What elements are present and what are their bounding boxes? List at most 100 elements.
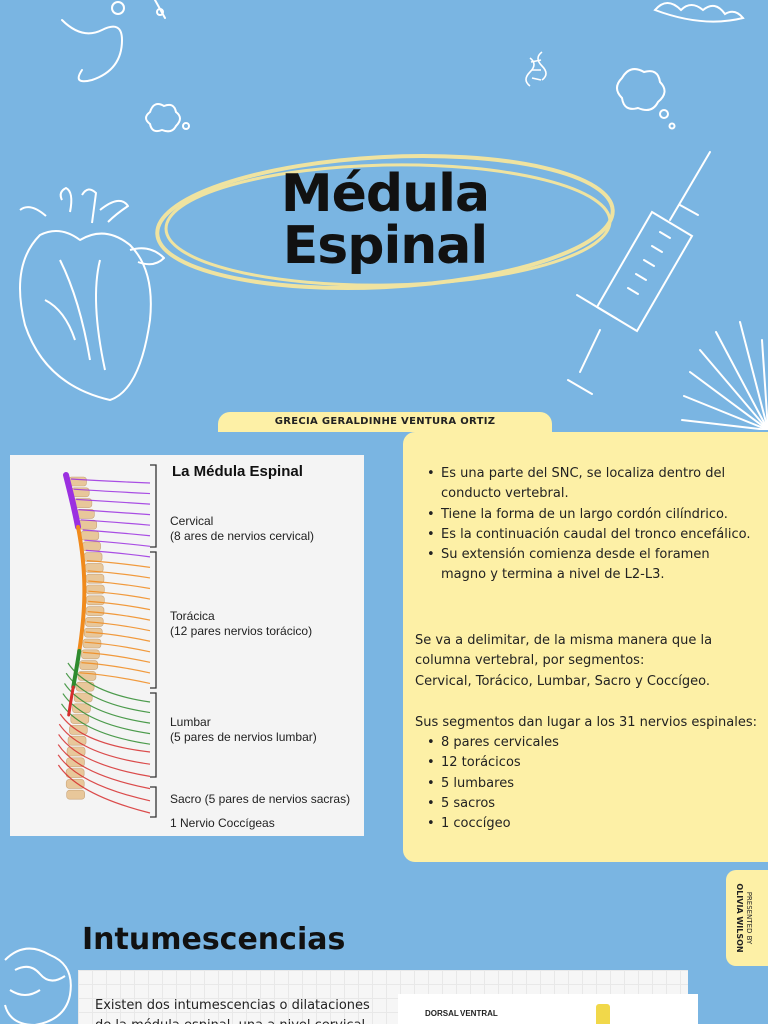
info-panel: Es una parte del SNC, se localiza dentro… — [403, 432, 768, 862]
spinal-nerve — [76, 498, 151, 505]
spinal-nerve — [58, 734, 151, 777]
cervical-label: Cervical (8 ares de nervios cervical) — [170, 514, 314, 544]
spinal-nerve — [85, 549, 151, 558]
author-name: GRECIA GERALDINHE VENTURA ORTIZ — [218, 412, 552, 432]
lumbar-label: Lumbar (5 pares de nervios lumbar) — [170, 715, 317, 745]
spinal-nerve — [84, 539, 151, 547]
spinal-nerve — [85, 631, 151, 642]
segment-brackets — [150, 464, 157, 818]
vertebra — [85, 606, 105, 616]
spinal-nerve — [80, 519, 151, 526]
spinal-nerve — [88, 590, 151, 600]
hero-decorations — [19, 0, 768, 430]
spinal-nerve — [86, 621, 151, 632]
spinal-nerve — [82, 529, 151, 537]
nerves-intro: Sus segmentos dan lugar a los 31 nervios… — [415, 715, 758, 730]
cervical-title: Cervical — [170, 514, 214, 528]
info-bullet: Su extensión comienza desde el foramen m… — [425, 545, 755, 586]
spinal-nerve — [81, 662, 151, 674]
vertebra — [70, 714, 90, 724]
section-heading: Intumescencias — [82, 922, 346, 957]
lumbar-desc: (5 pares de nervios lumbar) — [170, 730, 317, 744]
presenter-tab: PRESENTED BY OLIVIA WILSON — [726, 870, 768, 966]
thoracic-title: Torácica — [170, 609, 215, 623]
vertebra — [81, 649, 100, 660]
figure-title: La Médula Espinal — [172, 463, 303, 480]
sunburst-icon — [681, 321, 768, 430]
thoracic-label: Torácica (12 pares nervios torácico) — [170, 609, 312, 639]
thoracic-cord-segment — [76, 525, 87, 653]
spinal-nerve — [67, 662, 151, 703]
segment-item: 8 pares cervicales — [425, 733, 725, 754]
vertebra — [66, 789, 85, 800]
lumbar-title: Lumbar — [170, 715, 211, 729]
syringe-icon — [567, 151, 711, 395]
heart-icon — [19, 187, 165, 401]
spinal-nerve — [65, 672, 151, 714]
vertebra — [72, 703, 91, 714]
page-title: Médula Espinal — [200, 168, 570, 272]
segment-item: 5 lumbares — [425, 774, 725, 795]
presenter-name: OLIVIA WILSON — [735, 883, 744, 953]
spinal-nerve — [78, 509, 151, 516]
vertebra — [86, 595, 105, 606]
intumescencias-line: Existen dos intumescencias o dilatacione… — [95, 998, 370, 1013]
sacral-label: Sacro (5 pares de nervios sacras) — [170, 792, 351, 806]
spinal-nerve — [57, 764, 151, 814]
segment-item: 12 torácicos — [425, 753, 725, 774]
segments-line: columna vertebral, por segmentos: — [415, 653, 645, 669]
info-bullet: Es una parte del SNC, se localiza dentro… — [425, 464, 755, 505]
ventral-label: VENTRAL — [460, 1009, 498, 1018]
spinal-nerve — [79, 672, 151, 685]
lumbar-cord-segment — [71, 649, 82, 689]
spinal-nerve — [86, 560, 151, 568]
spinal-nerve — [87, 570, 151, 579]
spinal-nerve — [58, 723, 151, 765]
vertebra — [82, 541, 101, 552]
intumescencias-text: Existen dos intumescencias o dilatacione… — [95, 996, 375, 1024]
thoracic-desc: (12 pares nervios torácico) — [170, 624, 313, 638]
info-bullet: Tiene la forma de un largo cordón cilínd… — [425, 505, 755, 526]
segment-item: 1 coccígeo — [425, 814, 725, 835]
spine-illustration — [57, 472, 151, 814]
segments-line: Se va a delimitar, de la misma manera qu… — [415, 633, 713, 648]
spinal-nerve — [57, 754, 151, 802]
segments-line: Cervical, Torácico, Lumbar, Sacro y Cocc… — [415, 673, 710, 689]
segments-description: Se va a delimitar, de la misma manera qu… — [415, 631, 765, 692]
segment-item: 5 sacros — [425, 794, 725, 815]
dna-icon — [525, 51, 547, 87]
title-ellipse — [155, 154, 615, 290]
vertebra — [78, 519, 98, 530]
spinal-nerve — [57, 744, 151, 790]
spinal-nerve — [73, 488, 151, 495]
title-line-1: Médula — [280, 164, 490, 224]
spinal-nerve — [61, 703, 151, 745]
title-line-2: Espinal — [282, 216, 488, 276]
vertebra — [83, 552, 103, 562]
stethoscope-icon — [61, 0, 166, 83]
intumescencias-line: de la médula espinal, una a nivel cervic… — [95, 1016, 375, 1024]
intumescencias-card: Existen dos intumescencias o dilatacione… — [78, 970, 698, 1024]
spinal-nerve — [59, 713, 151, 753]
spinal-nerve — [87, 611, 151, 621]
intumescencias-diagram: DORSAL VENTRAL — [398, 994, 698, 1024]
cloud-icon — [653, 2, 745, 23]
spinal-nerve — [83, 651, 151, 663]
vertebra — [79, 660, 99, 670]
cervical-desc: (8 ares de nervios cervical) — [170, 529, 315, 543]
sacral-cord-segment — [67, 685, 75, 717]
vertebra — [65, 779, 85, 789]
spinal-nerve — [62, 693, 151, 735]
info-bullet-list: Es una parte del SNC, se localiza dentro… — [425, 464, 755, 586]
spinal-nerve — [70, 478, 151, 484]
info-bullet: Es la continuación caudal del tronco enc… — [425, 525, 755, 546]
spinal-nerve — [64, 683, 151, 724]
brain-icon — [4, 947, 72, 1024]
hero-section: Médula Espinal GRECIA GERALDINHE VENTURA… — [0, 0, 768, 432]
dorsal-label: DORSAL — [425, 1009, 459, 1018]
spinal-nerve — [84, 641, 151, 653]
vertebra — [80, 530, 100, 541]
bubble-icon — [145, 68, 676, 133]
presenter-label: PRESENTED BY — [745, 891, 753, 945]
presenter-text: PRESENTED BY OLIVIA WILSON — [735, 883, 753, 952]
